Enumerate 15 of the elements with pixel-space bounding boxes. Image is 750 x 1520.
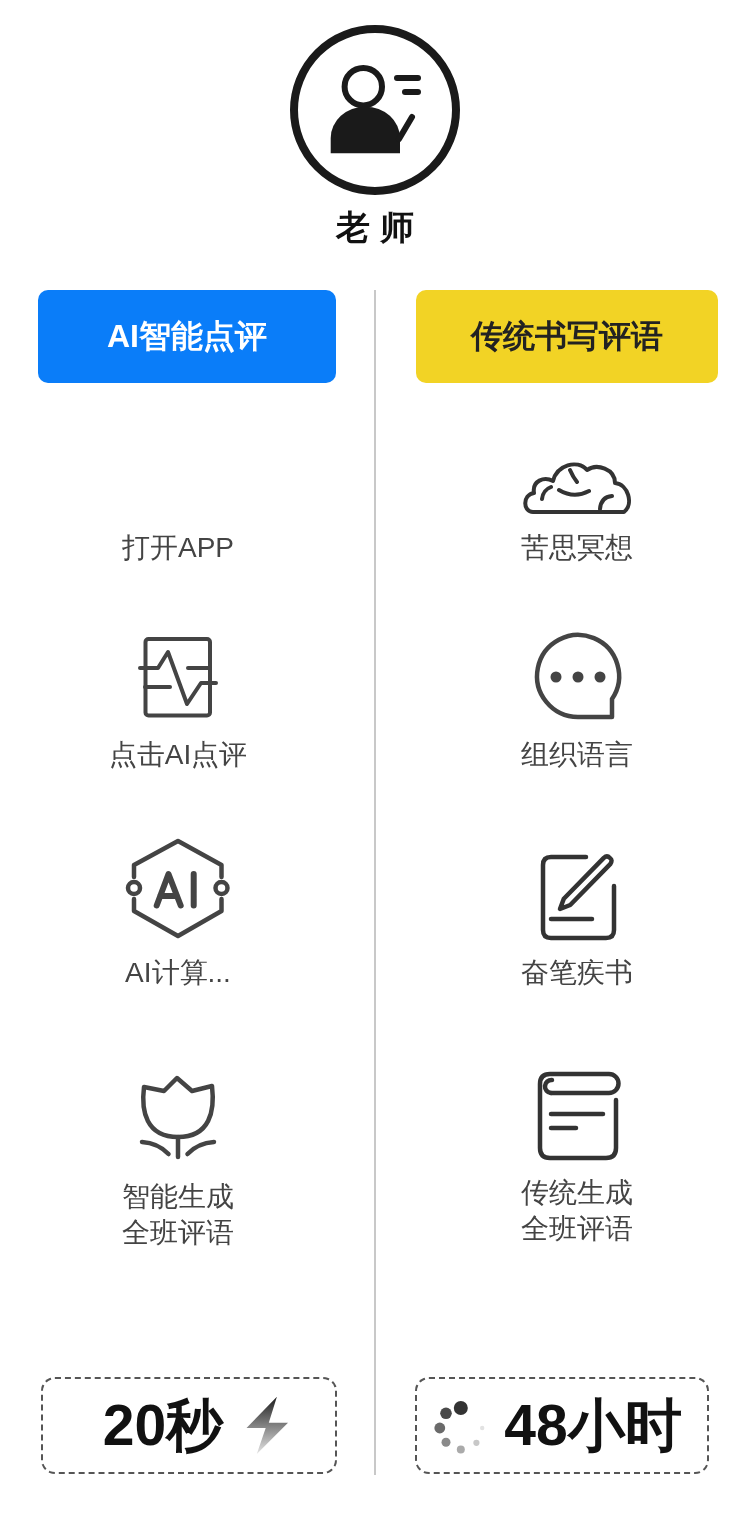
step-label: 传统生成全班评语: [520, 1176, 634, 1246]
step-label: AI计算...: [125, 956, 231, 991]
heading-box: 传统书写评语: [416, 290, 718, 383]
step-label: 组织语言: [521, 738, 633, 773]
heading-box: AI智能点评: [38, 290, 336, 383]
step-label: 智能生成全班评语: [121, 1180, 235, 1250]
time-box: [41, 1377, 337, 1474]
step-label: 打开APP: [122, 531, 234, 566]
time-text: 48小时: [504, 1393, 682, 1457]
step-label: 奋笔疾书: [521, 956, 633, 991]
step-label: 点击AI点评: [108, 738, 248, 773]
time-text: 20秒: [102, 1393, 224, 1457]
step-label: 苦思冥想: [521, 531, 633, 566]
time-box: [415, 1377, 709, 1474]
teacher-label: 老师: [334, 209, 424, 247]
